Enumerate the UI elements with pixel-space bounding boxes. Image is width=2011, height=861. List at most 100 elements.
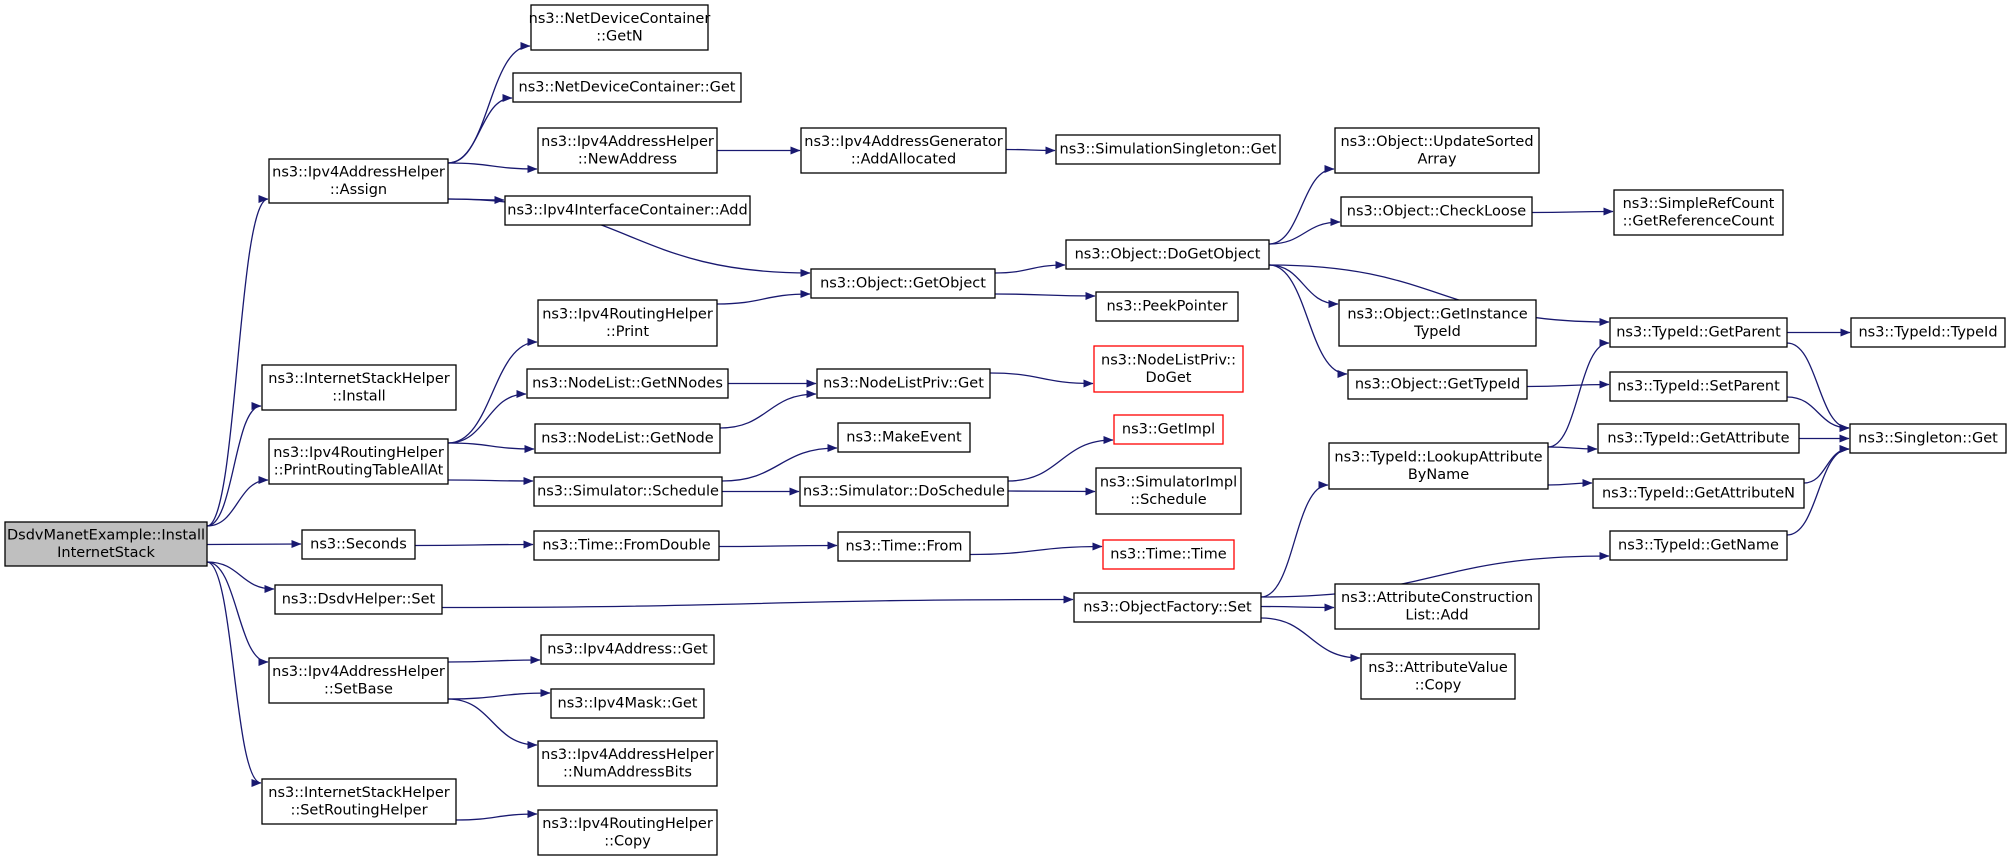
node-box bbox=[537, 740, 718, 787]
node-time_time[interactable]: ns3::Time::Time bbox=[1102, 539, 1235, 570]
node-simsingleton_get[interactable]: ns3::SimulationSingleton::Get bbox=[1055, 134, 1281, 165]
edge-root-to-ish_setrouting bbox=[206, 561, 262, 787]
node-label-line: ns3::Object::DoGetObject bbox=[1075, 247, 1261, 263]
node-obj_dogetobject[interactable]: ns3::Object::DoGetObject bbox=[1065, 239, 1270, 270]
node-attrval_copy[interactable]: ns3::AttributeValue::Copy bbox=[1360, 653, 1516, 700]
edge-ipv4rh_printall-to-sim_schedule bbox=[447, 476, 534, 485]
node-time_from[interactable]: ns3::Time::From bbox=[837, 531, 971, 562]
edge-seconds-to-time_fromdouble bbox=[414, 540, 534, 549]
node-label-line: ns3::Ipv4AddressGenerator bbox=[804, 134, 1002, 150]
node-dsdvhelper_set[interactable]: ns3::DsdvHelper::Set bbox=[274, 584, 443, 615]
node-simimpl_schedule[interactable]: ns3::SimulatorImpl::Schedule bbox=[1095, 467, 1242, 515]
edge-obj_dogetobject-to-obj_checkloose bbox=[1268, 218, 1341, 245]
node-nodelistpriv_doget[interactable]: ns3::NodeListPriv::DoGet bbox=[1093, 345, 1244, 393]
edge-ipv4ah_setbase-to-ipv4ah_numbits bbox=[447, 698, 538, 749]
node-ipv4ag_addalloc[interactable]: ns3::Ipv4AddressGenerator::AddAllocated bbox=[800, 127, 1007, 174]
edge-typeid_getname-to-singleton_get bbox=[1786, 445, 1850, 536]
node-ipv4ic_add[interactable]: ns3::Ipv4InterfaceContainer::Add bbox=[504, 195, 751, 226]
node-ish_install[interactable]: ns3::InternetStackHelper::Install bbox=[261, 364, 457, 411]
edge-sim_doschedule-to-simimpl_schedule bbox=[1007, 487, 1096, 496]
node-time_fromdouble[interactable]: ns3::Time::FromDouble bbox=[533, 530, 720, 561]
node-ipv4ah_numbits[interactable]: ns3::Ipv4AddressHelper::NumAddressBits bbox=[537, 740, 718, 787]
node-box bbox=[537, 809, 718, 856]
node-box bbox=[1609, 530, 1788, 561]
node-label-line: Array bbox=[1417, 151, 1456, 167]
node-nodelist_getnnodes[interactable]: ns3::NodeList::GetNNodes bbox=[526, 368, 729, 399]
node-label-line: DoGet bbox=[1146, 370, 1192, 386]
node-getimpl[interactable]: ns3::GetImpl bbox=[1113, 414, 1224, 445]
node-sim_doschedule[interactable]: ns3::Simulator::DoSchedule bbox=[799, 476, 1009, 507]
node-box bbox=[1095, 291, 1239, 322]
node-box bbox=[1850, 317, 2006, 348]
node-label-line: ns3::NodeList::GetNNodes bbox=[532, 376, 723, 392]
node-box bbox=[1340, 196, 1533, 227]
node-label-line: ::SetRoutingHelper bbox=[290, 802, 427, 818]
node-label-line: ::SetBase bbox=[324, 681, 393, 697]
node-typeid_getparent[interactable]: ns3::TypeId::GetParent bbox=[1609, 317, 1788, 348]
node-box bbox=[1609, 317, 1788, 348]
node-label-line: ::Assign bbox=[330, 182, 387, 198]
node-ipv4addr_get[interactable]: ns3::Ipv4Address::Get bbox=[540, 634, 715, 665]
node-ipv4mask_get[interactable]: ns3::Ipv4Mask::Get bbox=[550, 688, 705, 719]
node-ipv4ah_newaddr[interactable]: ns3::Ipv4AddressHelper::NewAddress bbox=[537, 127, 718, 174]
node-makeevent[interactable]: ns3::MakeEvent bbox=[837, 422, 971, 453]
node-sim_schedule[interactable]: ns3::Simulator::Schedule bbox=[533, 476, 723, 507]
node-ipv4ah_setbase[interactable]: ns3::Ipv4AddressHelper::SetBase bbox=[268, 657, 449, 704]
node-box bbox=[504, 195, 751, 226]
edge-root-to-ipv4rh_printall bbox=[206, 476, 269, 527]
node-ish_setrouting[interactable]: ns3::InternetStackHelper::SetRoutingHelp… bbox=[261, 778, 457, 825]
node-peekpointer[interactable]: ns3::PeekPointer bbox=[1095, 291, 1239, 322]
node-box bbox=[526, 368, 729, 399]
node-label-line: ns3::Singleton::Get bbox=[1858, 431, 1998, 447]
node-label-line: ns3::NetDeviceContainer::Get bbox=[519, 80, 736, 96]
node-label-line: ::Print bbox=[606, 324, 649, 340]
edge-objfactory_set-to-typeid_lookupattr bbox=[1260, 481, 1329, 598]
edge-sim_schedule-to-makeevent bbox=[721, 444, 838, 482]
edge-typeid_lookupattr-to-typeid_getattrn bbox=[1547, 479, 1593, 488]
node-obj_getobject[interactable]: ns3::Object::GetObject bbox=[810, 268, 996, 299]
edge-nodelist_getnode-to-nodelistpriv_get bbox=[719, 390, 817, 429]
node-ipv4rh_print[interactable]: ns3::Ipv4RoutingHelper::Print bbox=[537, 299, 718, 347]
node-nodelist_getnode[interactable]: ns3::NodeList::GetNode bbox=[534, 423, 721, 454]
edge-ipv4rh_printall-to-nodelist_getnnodes bbox=[447, 390, 527, 444]
node-label-line: ns3::Simulator::Schedule bbox=[537, 484, 719, 500]
node-box bbox=[1065, 239, 1270, 270]
node-label-line: ::PrintRoutingTableAllAt bbox=[274, 462, 444, 478]
node-ipv4rh_printall[interactable]: ns3::Ipv4RoutingHelper::PrintRoutingTabl… bbox=[268, 438, 449, 485]
node-typeid_getattrn[interactable]: ns3::TypeId::GetAttributeN bbox=[1592, 478, 1805, 509]
node-label-line: ByName bbox=[1408, 467, 1469, 483]
node-box bbox=[512, 72, 742, 103]
node-label-line: ns3::AttributeValue bbox=[1368, 660, 1508, 676]
nodes-layer: DsdvManetExample::InstallInternetStackns… bbox=[4, 4, 2007, 856]
node-box bbox=[837, 422, 971, 453]
node-singleton_get[interactable]: ns3::Singleton::Get bbox=[1849, 423, 2007, 454]
node-typeid_getattr[interactable]: ns3::TypeId::GetAttribute bbox=[1597, 423, 1800, 454]
edge-ish_setrouting-to-ipv4rh_copy bbox=[455, 810, 538, 821]
edge-typeid_getattrn-to-singleton_get bbox=[1803, 445, 1850, 484]
node-ipv4ah_assign[interactable]: ns3::Ipv4AddressHelper::Assign bbox=[268, 158, 449, 204]
node-box bbox=[1334, 127, 1540, 174]
node-nodelistpriv_get[interactable]: ns3::NodeListPriv::Get bbox=[816, 368, 991, 399]
node-typeid_setparent[interactable]: ns3::TypeId::SetParent bbox=[1609, 371, 1788, 402]
node-typeid_typeid[interactable]: ns3::TypeId::TypeId bbox=[1850, 317, 2006, 348]
node-box bbox=[1102, 539, 1235, 570]
node-ipv4rh_copy[interactable]: ns3::Ipv4RoutingHelper::Copy bbox=[537, 809, 718, 856]
edge-time_from-to-time_time bbox=[969, 542, 1103, 556]
node-box bbox=[4, 521, 208, 567]
node-box bbox=[816, 368, 991, 399]
edge-ipv4ah_setbase-to-ipv4mask_get bbox=[447, 689, 551, 700]
node-typeid_getname[interactable]: ns3::TypeId::GetName bbox=[1609, 530, 1788, 561]
node-seconds[interactable]: ns3::Seconds bbox=[301, 529, 416, 560]
node-objfactory_set[interactable]: ns3::ObjectFactory::Set bbox=[1073, 592, 1262, 623]
node-ndc_getn[interactable]: ns3::NetDeviceContainer::GetN bbox=[529, 4, 711, 51]
edge-typeid_lookupattr-to-typeid_getparent bbox=[1547, 339, 1610, 448]
node-obj_checkloose[interactable]: ns3::Object::CheckLoose bbox=[1340, 196, 1533, 227]
node-srefcount_get[interactable]: ns3::SimpleRefCount::GetReferenceCount bbox=[1613, 189, 1784, 236]
node-obj_gettypeid[interactable]: ns3::Object::GetTypeId bbox=[1347, 369, 1528, 400]
node-ndc_get[interactable]: ns3::NetDeviceContainer::Get bbox=[512, 72, 742, 103]
